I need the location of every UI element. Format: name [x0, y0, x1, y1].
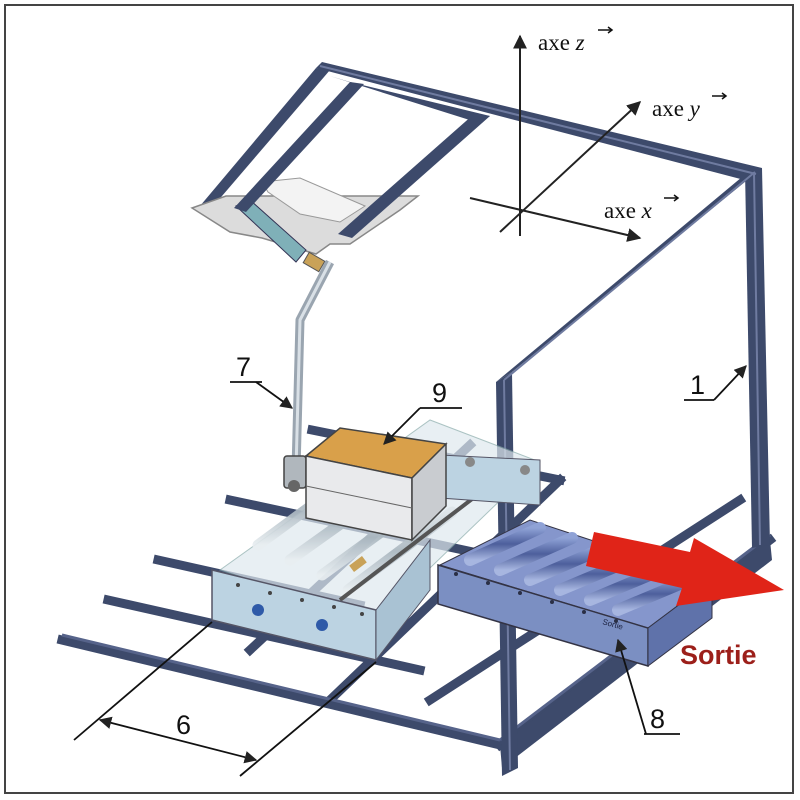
top-carriage: [190, 76, 490, 273]
axis-y-label: axe y: [652, 96, 701, 121]
exit-arrow: [586, 532, 784, 606]
exit-label: Sortie: [680, 640, 757, 670]
axis-z-label: axe z: [538, 30, 585, 55]
vector-arrow-marks: [598, 26, 728, 202]
label-1: 1: [690, 370, 705, 400]
axis-x-label: axe x: [604, 198, 653, 223]
label-7: 7: [236, 352, 251, 382]
label-6: 6: [176, 710, 191, 740]
label-8: 8: [650, 704, 665, 734]
carton-box: [304, 427, 448, 542]
vertical-arm: [283, 259, 334, 492]
axes-system: [469, 34, 642, 242]
label-9: 9: [432, 378, 447, 408]
dimension-6: [73, 621, 377, 777]
